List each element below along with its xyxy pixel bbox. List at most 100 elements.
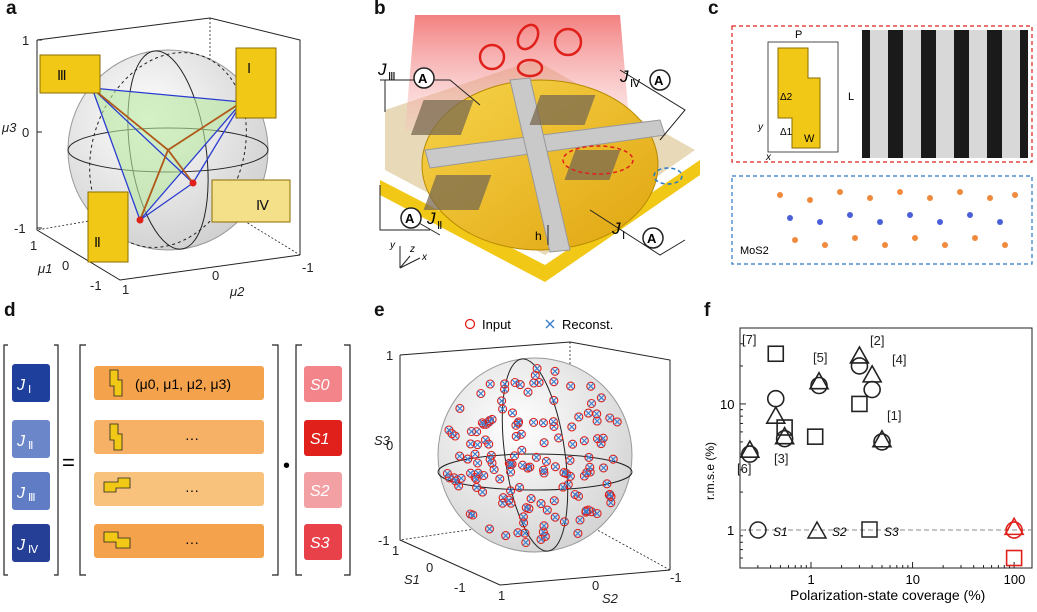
panel-d-label: d: [4, 300, 16, 321]
input-point: [473, 458, 483, 468]
J2-sub: Ⅱ: [28, 440, 33, 452]
reconst-point: [501, 380, 509, 388]
reconst-point: [509, 409, 516, 417]
ammeter-IV: A: [649, 69, 671, 91]
axis-z: z: [409, 244, 415, 255]
input-point: [559, 468, 569, 478]
shape-IV-label: Ⅳ: [256, 197, 269, 213]
input-point: [532, 363, 542, 374]
point-S2: [739, 439, 761, 458]
input-point: [505, 459, 515, 470]
reconst-point: [564, 481, 572, 488]
input-point: [472, 440, 483, 450]
input-point: [514, 482, 525, 492]
reconst-point: [598, 394, 605, 402]
panel-c: c P L W Δ2 Δ1 y x: [708, 0, 1037, 300]
input-point: [585, 462, 595, 472]
reconst-point: [537, 500, 545, 507]
reconst-point: [506, 461, 514, 468]
reconst-point: [456, 452, 463, 460]
input-point: [501, 531, 511, 541]
ref-1: [1]: [887, 408, 901, 423]
input-point: [584, 452, 594, 462]
input-point: [477, 418, 487, 428]
reconst-point: [540, 466, 547, 474]
reconst-point: [566, 457, 574, 464]
tick-s3-1: 1: [386, 348, 393, 363]
J2-letter: J: [16, 433, 26, 450]
row4-dots: ···: [185, 534, 199, 550]
reconst-point: [542, 458, 550, 465]
axis-s1-label: S1: [404, 572, 420, 587]
reconst-point: [485, 440, 493, 448]
reconst-point: [586, 463, 594, 471]
reconst-point: [597, 440, 605, 447]
J-I-label: J: [611, 219, 621, 238]
reconst-point: [574, 530, 582, 537]
x-tick-label: 1: [807, 572, 814, 587]
input-point: [516, 429, 526, 439]
reconst-point: [467, 469, 474, 477]
input-point: [513, 528, 523, 538]
reconst-point: [575, 413, 583, 421]
reconst-point: [551, 367, 559, 375]
input-point: [549, 496, 559, 506]
dot-product: •: [283, 455, 290, 477]
reconst-point: [593, 510, 601, 517]
reconst-point: [582, 507, 590, 515]
point-S1: [741, 445, 759, 463]
reconst-point: [555, 434, 562, 442]
tick-mu1-0: 0: [62, 258, 69, 273]
reconst-point: [479, 488, 486, 496]
reconst-point: [471, 450, 479, 458]
point-S3: [1005, 549, 1023, 567]
sphere: [437, 357, 633, 553]
input-point: [521, 503, 531, 513]
input-point: [550, 512, 560, 522]
poincare-sphere-e: Input Reconst. 1 0 -1 S3 1 0 -1 S1 1 0 -…: [374, 317, 682, 606]
tick-mu3-m1: -1: [14, 221, 26, 236]
reconst-point: [587, 382, 595, 390]
point-S2: [849, 345, 870, 364]
panel-e-label: e: [374, 300, 385, 321]
reconst-point: [607, 499, 615, 507]
reconst-point: [530, 418, 537, 426]
reconst-point: [585, 453, 593, 461]
reconst-point: [561, 518, 568, 526]
matrix-row-4: [94, 524, 264, 558]
reconst-point: [569, 440, 577, 448]
input-point: [517, 445, 527, 455]
input-point: [542, 505, 552, 515]
shape-I-card: Ⅰ: [235, 47, 277, 119]
point-S1: [766, 389, 785, 408]
input-point: [579, 436, 589, 446]
reconst-point: [515, 418, 523, 426]
reconst-point: [518, 446, 526, 454]
tick-mu1-1: 1: [30, 238, 37, 253]
input-point: [538, 527, 548, 537]
input-point: [549, 377, 559, 387]
input-point: [510, 377, 520, 388]
poincare-sphere-a: Ⅲ Ⅰ Ⅳ Ⅱ 1 0 -1 μ3 1 0 -1 μ1 1 0 -1 μ2: [1, 17, 314, 299]
panel-f-label: f: [704, 300, 711, 321]
ref-2: [2]: [870, 333, 884, 348]
input-point: [563, 479, 573, 490]
shape-II-card: Ⅱ: [87, 191, 129, 263]
reconst-point: [549, 418, 557, 426]
J-II-label: J: [426, 209, 436, 228]
input-point: [476, 388, 486, 399]
reconst-point: [540, 439, 548, 447]
dim-delta1: Δ1: [780, 127, 793, 138]
reconst-point: [486, 455, 494, 463]
reconst-point: [551, 513, 559, 521]
point-S3: [851, 395, 868, 413]
reconst-point: [593, 410, 601, 418]
ref-5: [5]: [813, 350, 827, 365]
reconst-point: [541, 532, 549, 540]
reconst-point: [469, 511, 477, 519]
input-point: [567, 422, 577, 432]
reconst-point: [606, 414, 614, 422]
input-point: [548, 417, 558, 427]
reconst-point: [568, 423, 576, 431]
input-point: [538, 418, 548, 428]
